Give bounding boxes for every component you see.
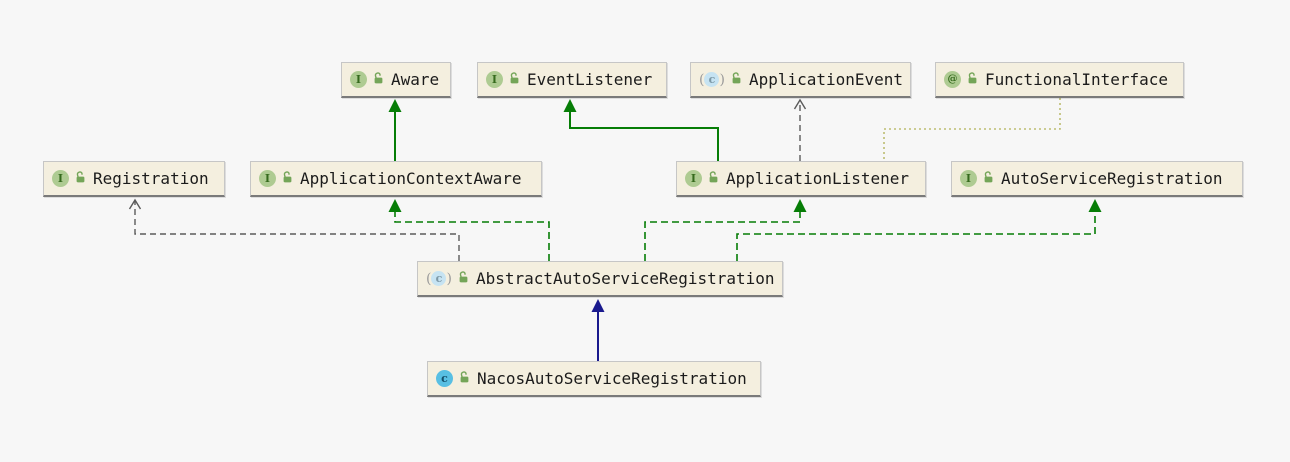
open-arrowhead xyxy=(128,198,142,210)
node-label: Registration xyxy=(93,169,209,188)
edge-aasr-implements-aca xyxy=(388,199,550,261)
class-icon: c xyxy=(436,370,453,387)
edge-nasr-extends-aasr xyxy=(591,299,605,361)
node-label: AutoServiceRegistration xyxy=(1001,169,1223,188)
interface-icon: I xyxy=(960,170,977,187)
unlock-icon xyxy=(966,70,979,89)
edge-aasr-depends-registration xyxy=(128,198,460,261)
node-label: AbstractAutoServiceRegistration xyxy=(475,269,775,288)
annotation-icon: @ xyxy=(944,71,961,88)
unlock-icon xyxy=(74,169,87,188)
filled-arrowhead xyxy=(388,99,402,112)
unlock-icon xyxy=(982,169,995,188)
abstract-class-icon: (c) xyxy=(426,271,452,286)
node-label: EventListener xyxy=(527,70,653,89)
filled-arrowhead xyxy=(563,99,577,112)
unlock-icon xyxy=(372,70,385,89)
node-registration[interactable]: I Registration xyxy=(43,161,225,197)
node-label: ApplicationListener xyxy=(726,169,910,188)
node-label: FunctionalInterface xyxy=(985,70,1169,89)
edge-al-depends-applicationevent xyxy=(793,98,807,161)
node-application-listener[interactable]: I ApplicationListener xyxy=(676,161,926,197)
node-label: Aware xyxy=(391,70,440,89)
interface-icon: I xyxy=(685,170,702,187)
unlock-icon xyxy=(457,269,470,288)
unlock-icon xyxy=(458,369,471,388)
interface-icon: I xyxy=(259,170,276,187)
open-arrowhead xyxy=(793,98,807,110)
abstract-class-icon: (c) xyxy=(699,72,725,87)
node-label: NacosAutoServiceRegistration xyxy=(477,369,747,388)
paren: ( xyxy=(699,71,705,88)
node-abstract-auto-service-registration[interactable]: (c) AbstractAutoServiceRegistration xyxy=(417,261,783,297)
node-aware[interactable]: I Aware xyxy=(341,62,451,98)
paren: ) xyxy=(719,71,725,88)
edge-functionalinterface-annotates-al xyxy=(883,98,1061,161)
node-label: ApplicationEvent xyxy=(748,70,904,89)
unlock-icon xyxy=(730,70,743,89)
edge-al-extends-eventlistener xyxy=(563,99,719,161)
abstract-class-letter: c xyxy=(704,72,720,87)
edge-aasr-implements-al xyxy=(644,199,807,261)
abstract-class-letter: c xyxy=(431,271,447,286)
node-auto-service-registration[interactable]: I AutoServiceRegistration xyxy=(951,161,1243,197)
filled-arrowhead xyxy=(793,199,807,212)
paren: ( xyxy=(426,270,432,287)
filled-arrowhead xyxy=(591,299,605,312)
node-application-event[interactable]: (c) ApplicationEvent xyxy=(690,62,911,98)
filled-arrowhead xyxy=(1088,199,1102,212)
unlock-icon xyxy=(508,70,521,89)
node-application-context-aware[interactable]: I ApplicationContextAware xyxy=(250,161,542,197)
interface-icon: I xyxy=(350,71,367,88)
paren: ) xyxy=(446,270,452,287)
edge-aca-extends-aware xyxy=(388,99,402,161)
interface-icon: I xyxy=(486,71,503,88)
edge-aasr-implements-asr xyxy=(736,199,1102,261)
node-event-listener[interactable]: I EventListener xyxy=(477,62,667,98)
unlock-icon xyxy=(281,169,294,188)
filled-arrowhead xyxy=(388,199,402,212)
node-nacos-auto-service-registration[interactable]: c NacosAutoServiceRegistration xyxy=(427,361,761,397)
interface-icon: I xyxy=(52,170,69,187)
unlock-icon xyxy=(707,169,720,188)
node-functional-interface[interactable]: @ FunctionalInterface xyxy=(935,62,1184,98)
node-label: ApplicationContextAware xyxy=(300,169,522,188)
